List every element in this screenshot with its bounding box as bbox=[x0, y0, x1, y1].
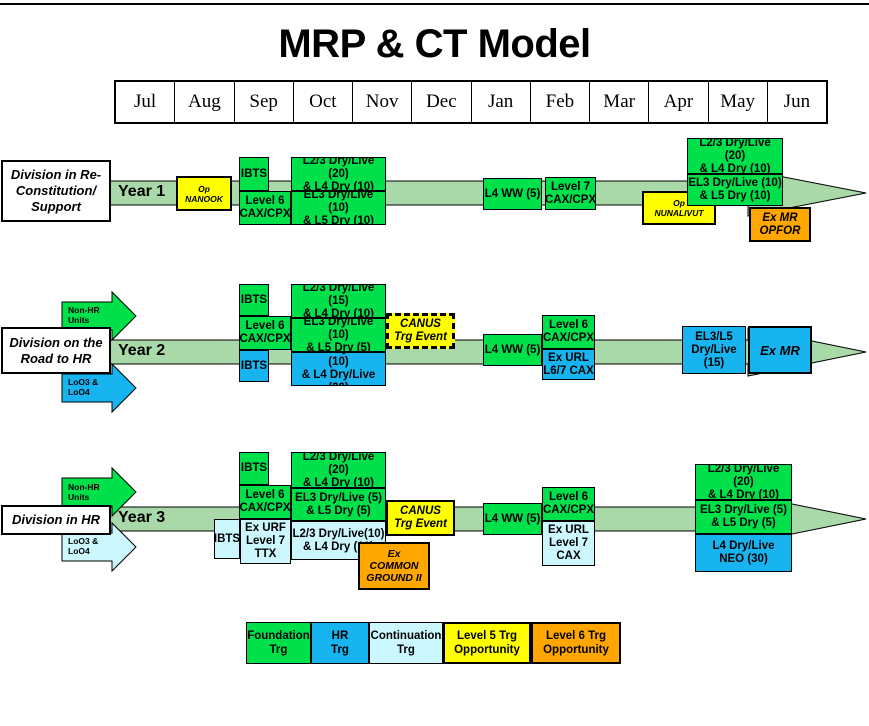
row3-ibts2: IBTS bbox=[214, 519, 240, 559]
row2-label: Division on the Road to HR bbox=[1, 327, 111, 374]
row2-ibts2: IBTS bbox=[239, 350, 269, 382]
row3-year: Year 3 bbox=[118, 509, 166, 526]
row1-label: Division in Re- Constitution/ Support bbox=[1, 160, 111, 222]
row3-l23-end: L2/3 Dry/Live (20) & L4 Dry (10) bbox=[695, 464, 792, 500]
row2-exmr: Ex MR bbox=[748, 326, 812, 374]
row3-l4ww: L4 WW (5) bbox=[483, 503, 542, 535]
row3-l23: L2/3 Dry/Live (20) & L4 Dry (10) bbox=[291, 452, 386, 488]
row2-l23b: L2/3 Dry/Live (10) & L4 Dry/Live (20) bbox=[291, 352, 386, 386]
row1-l23-end: L2/3 Dry/Live (20) & L4 Dry (10) bbox=[687, 138, 783, 174]
month-cell: Nov bbox=[353, 82, 413, 122]
month-cell: Feb bbox=[531, 82, 590, 122]
row1-el3: EL3 Dry/Live (10) & L5 Dry (10) bbox=[291, 191, 386, 225]
month-cell: May bbox=[709, 82, 768, 122]
row3-exurl: Ex URL Level 7 CAX bbox=[542, 521, 595, 566]
month-cell: Jan bbox=[472, 82, 531, 122]
row3-l23b: L2/3 Dry/Live(10) & L4 Dry (10) bbox=[291, 521, 386, 560]
row1-level6: Level 6 CAX/CPX bbox=[239, 191, 291, 225]
row1-l23: L2/3 Dry/Live (20) & L4 Dry (10) bbox=[291, 157, 386, 191]
legend-hr: HR Trg bbox=[311, 622, 369, 664]
month-cell: Jul bbox=[116, 82, 176, 122]
row3-canus: CANUS Trg Event bbox=[386, 500, 455, 536]
row2-exurl: Ex URL L6/7 CAX bbox=[542, 349, 595, 380]
row3-el3: EL3 Dry/Live (5) & L5 Dry (5) bbox=[291, 488, 386, 521]
exmr-opfor: Ex MR OPFOR bbox=[749, 207, 811, 242]
row2-level6: Level 6 CAX/CPX bbox=[239, 316, 291, 350]
row1-ibts: IBTS bbox=[239, 157, 269, 191]
month-cell: Aug bbox=[175, 82, 235, 122]
legend-level6: Level 6 Trg Opportunity bbox=[531, 622, 621, 664]
row3-exurf: Ex URF Level 7 TTX bbox=[240, 519, 291, 564]
row2-loo-text: LoO3 & LoO4 bbox=[68, 377, 99, 397]
year2-loo-arrow bbox=[61, 362, 137, 414]
month-cell: Sep bbox=[235, 82, 294, 122]
month-cell: Dec bbox=[412, 82, 472, 122]
ex-common-ground: Ex COMMON GROUND II bbox=[358, 542, 430, 590]
row3-el3-end: EL3 Dry/Live (5) & L5 Dry (5) bbox=[695, 500, 792, 534]
row1-level7: Level 7 CAX/CPX bbox=[545, 177, 596, 210]
row3-ibts1: IBTS bbox=[239, 452, 269, 485]
row3-label: Division in HR bbox=[1, 505, 111, 535]
row2-l23: L2/3 Dry/Live (15) & L4 Dry (10) bbox=[291, 284, 386, 318]
row2-l4ww: L4 WW (5) bbox=[483, 334, 542, 366]
row3-nonhr-text: Non-HR Units bbox=[68, 482, 100, 502]
row2-nonhr-text: Non-HR Units bbox=[68, 305, 100, 325]
month-cell: Apr bbox=[649, 82, 709, 122]
month-cell: Jun bbox=[783, 91, 811, 112]
month-cell: Oct bbox=[294, 82, 353, 122]
row1-year: Year 1 bbox=[118, 183, 166, 200]
legend-foundation: Foundation Trg bbox=[246, 622, 311, 664]
row2-el3l5: EL3/L5 Dry/Live (15) bbox=[682, 326, 746, 374]
row3-level6: Level 6 CAX/CPX bbox=[239, 485, 291, 519]
top-rule bbox=[0, 3, 869, 5]
row2-year: Year 2 bbox=[118, 342, 166, 359]
row3-level6b: Level 6 CAX/CPX bbox=[542, 487, 595, 521]
row2-ibts1: IBTS bbox=[239, 284, 269, 316]
row2-el3: EL3 Dry/Live (10) & L5 Dry (5) bbox=[291, 318, 386, 352]
month-cell: Mar bbox=[590, 82, 650, 122]
row2-canus: CANUS Trg Event bbox=[386, 313, 455, 349]
op-nanook: Op NANOOK bbox=[176, 176, 232, 211]
month-header: Jul Aug Sep Oct Nov Dec Jan Feb Mar Apr … bbox=[114, 80, 828, 124]
row2-level6b: Level 6 CAX/CPX bbox=[542, 315, 595, 349]
row3-l4neo: L4 Dry/Live NEO (30) bbox=[695, 534, 792, 572]
legend-continuation: Continuation Trg bbox=[369, 622, 443, 664]
row1-l4ww: L4 WW (5) bbox=[483, 178, 542, 210]
row1-el3-end: EL3 Dry/Live (10) & L5 Dry (10) bbox=[687, 174, 783, 206]
legend-level5: Level 5 Trg Opportunity bbox=[443, 622, 531, 664]
page-title: MRP & CT Model bbox=[278, 22, 591, 66]
year3-loo-arrow bbox=[61, 521, 137, 573]
row3-loo-text: LoO3 & LoO4 bbox=[68, 536, 99, 556]
